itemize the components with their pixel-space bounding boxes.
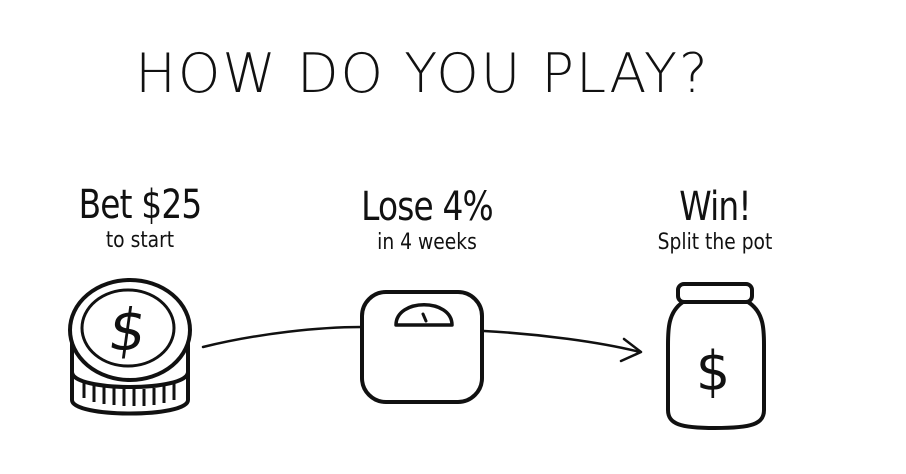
- coin-stack-icon: $: [68, 278, 192, 416]
- step-win-heading: Win!: [679, 184, 751, 230]
- step-win-subtext: Split the pot: [657, 230, 773, 255]
- step-bet-heading: Bet $25: [78, 182, 203, 228]
- step-bet-subtext: to start: [105, 228, 175, 253]
- arrow-connector: [201, 325, 643, 363]
- page-title: HOW DO YOU PLAY?: [135, 42, 710, 105]
- bathroom-scale-icon: [360, 290, 484, 404]
- step-lose: Lose 4% in 4 weeks: [327, 184, 527, 256]
- step-lose-heading: Lose 4%: [361, 184, 494, 230]
- money-jar-icon: $: [666, 282, 766, 430]
- step-win: Win! Split the pot: [615, 184, 815, 256]
- step-bet: Bet $25 to start: [40, 182, 240, 254]
- svg-text:$: $: [696, 340, 730, 403]
- step-lose-subtext: in 4 weeks: [377, 230, 477, 255]
